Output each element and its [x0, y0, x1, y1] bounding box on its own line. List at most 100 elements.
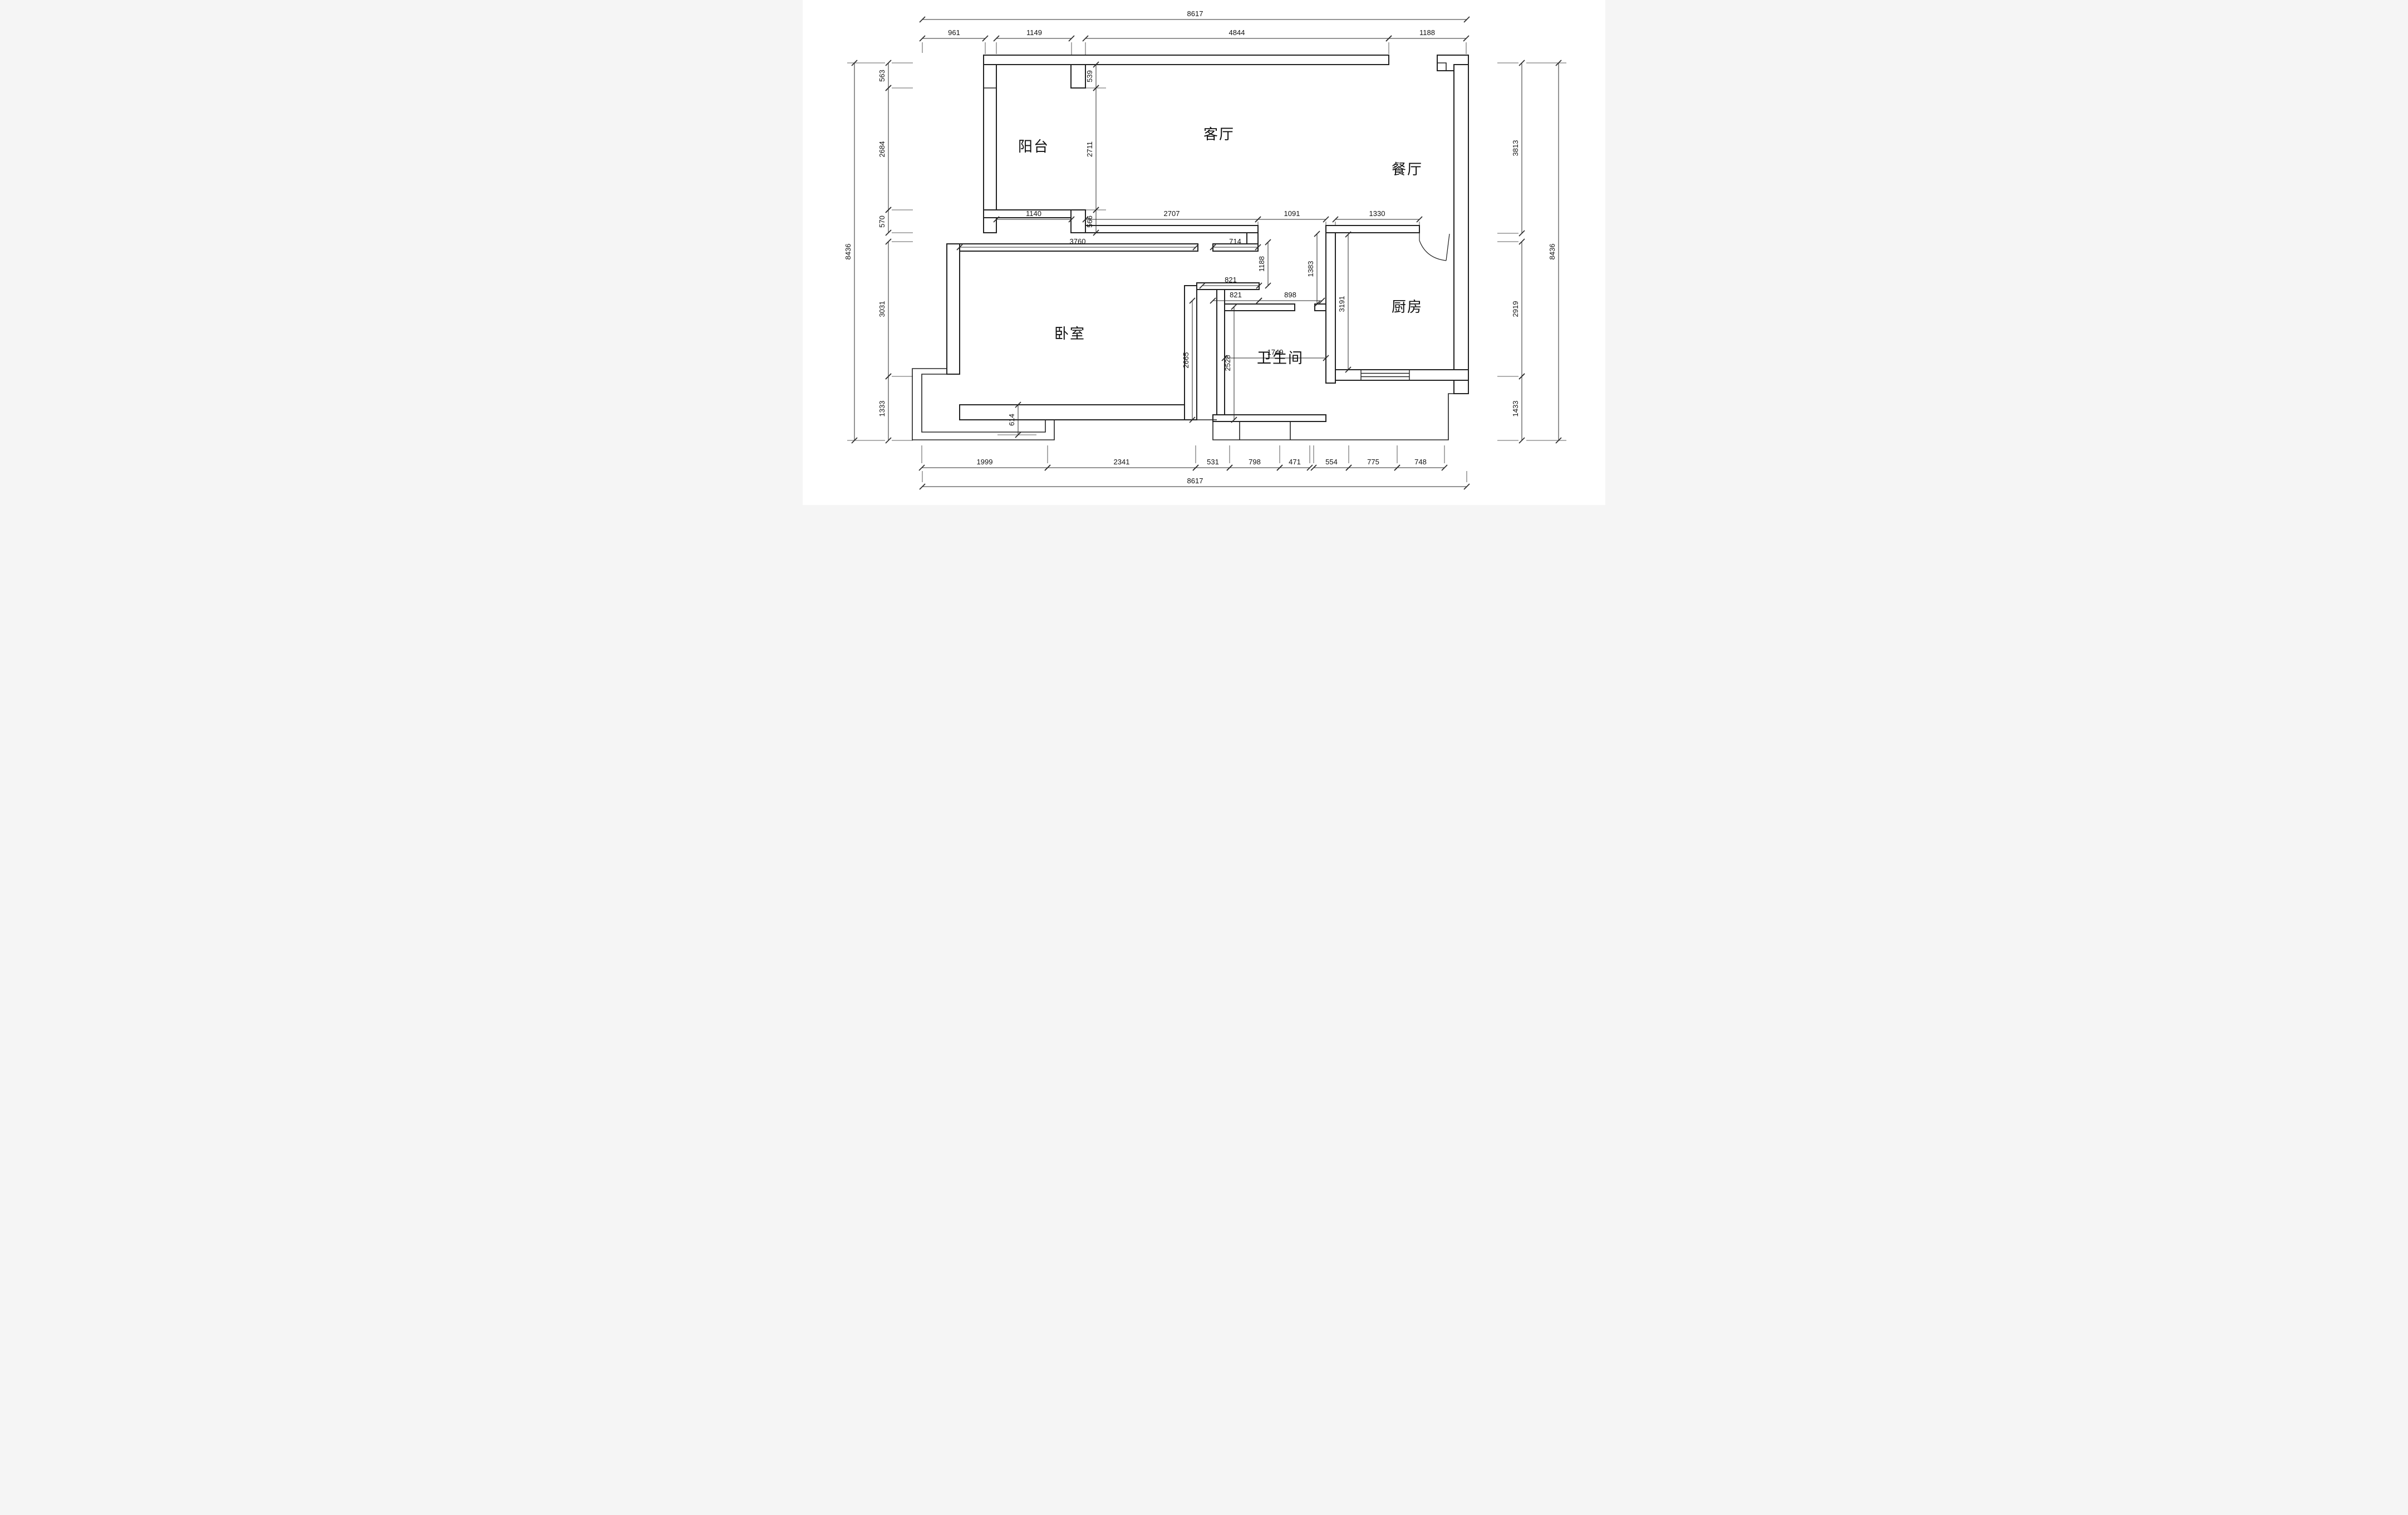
dim-label-hall-1383: 1383: [1306, 261, 1315, 277]
dim-tick: [1323, 355, 1329, 361]
wall-segment: [1212, 414, 1326, 422]
dim-label-bed-3760: 3760: [1070, 237, 1086, 246]
dim-tick: [1265, 239, 1271, 246]
wall-segment: [959, 404, 1197, 420]
dim-label-hall-821a: 821: [1225, 276, 1237, 284]
dim-tick: [1192, 464, 1199, 471]
dim-tick: [1314, 301, 1320, 307]
dim-tick: [1306, 464, 1313, 471]
dim-label-mid-1140: 1140: [1026, 209, 1041, 218]
dim-tick: [1256, 282, 1262, 289]
dim-tick: [885, 207, 892, 213]
wall-segment: [1325, 225, 1420, 233]
dim-tick: [993, 216, 1000, 223]
dim-tick: [982, 35, 989, 42]
dim-tick: [919, 483, 926, 490]
dim-tick: [1093, 61, 1099, 68]
dim-tick: [1276, 464, 1283, 471]
dim-tick: [1231, 303, 1237, 310]
dim-tick: [885, 229, 892, 236]
dim-tick: [1518, 60, 1525, 66]
dim-label-left-1333: 1333: [878, 401, 886, 417]
dim-label-bed-714: 714: [1229, 237, 1241, 246]
dim-tick: [1082, 216, 1089, 223]
dim-tick: [1189, 297, 1196, 304]
dim-label-top-4844: 4844: [1229, 28, 1245, 37]
dim-tick: [1093, 85, 1099, 91]
room-label-kitchen: 厨房: [1392, 299, 1423, 315]
dim-tick: [1518, 238, 1525, 245]
dim-tick: [1463, 16, 1470, 23]
dim-tick: [885, 60, 892, 66]
wall-segment: [1335, 369, 1469, 381]
dim-label-left-570: 570: [878, 215, 886, 228]
dim-tick: [1256, 297, 1262, 304]
boundary-outline: [921, 374, 1046, 433]
dim-tick: [1068, 35, 1075, 42]
dim-tick: [885, 437, 892, 444]
dim-label-stub-566: 566: [1085, 215, 1094, 228]
dim-label-left-2684: 2684: [878, 141, 886, 158]
dim-label-left-3031: 3031: [878, 301, 886, 317]
dim-tick: [1255, 216, 1261, 223]
boundary-outline: [912, 368, 1055, 440]
dim-tick: [1255, 244, 1261, 251]
dim-label-left-outer-8436: 8436: [844, 244, 852, 260]
dim-label-mid-1091: 1091: [1284, 209, 1300, 218]
dim-tick: [1555, 60, 1562, 66]
dim-tick: [1314, 231, 1320, 237]
wall-segment: [1070, 64, 1086, 89]
dim-label-bot-798: 798: [1249, 458, 1261, 466]
dim-label-kit-3191: 3191: [1338, 296, 1346, 312]
wall-segment: [1224, 303, 1295, 311]
dim-tick: [1265, 282, 1271, 289]
dim-tick: [1231, 416, 1237, 423]
dim-tick: [956, 244, 963, 251]
dim-label-mid-2707: 2707: [1164, 209, 1180, 218]
dim-tick: [1319, 297, 1325, 304]
dim-tick: [1345, 464, 1352, 471]
dim-label-bot-471: 471: [1289, 458, 1301, 466]
dim-label-bay-614: 614: [1008, 414, 1016, 426]
dim-tick: [1210, 244, 1216, 251]
dim-label-bot-2341: 2341: [1114, 458, 1130, 466]
dim-label-right-3813: 3813: [1511, 140, 1520, 156]
dim-tick: [1323, 216, 1329, 223]
dim-tick: [1192, 244, 1199, 251]
dim-tick: [885, 373, 892, 380]
dim-label-hall-898: 898: [1284, 291, 1296, 299]
room-label-dining-room: 餐厅: [1392, 161, 1423, 178]
dim-tick: [1332, 216, 1339, 223]
dim-label-mid-1330: 1330: [1369, 209, 1385, 218]
dim-tick: [1345, 366, 1352, 373]
dim-tick: [918, 464, 925, 471]
dim-label-total-bottom: 8617: [1187, 477, 1203, 485]
dim-label-top-961: 961: [948, 28, 960, 37]
dim-tick: [1518, 373, 1525, 380]
dim-tick: [1518, 230, 1525, 237]
wall-segment: [1085, 225, 1259, 233]
dim-tick: [1189, 416, 1196, 423]
dim-label-hall-821b: 821: [1230, 291, 1242, 299]
dim-label-bath-2665: 2665: [1182, 352, 1190, 369]
dim-label-right-1433: 1433: [1511, 401, 1520, 417]
dim-tick: [919, 16, 926, 23]
dim-label-bot-1999: 1999: [977, 458, 993, 466]
dim-label-stub-539: 539: [1085, 70, 1094, 82]
dim-label-right-2919: 2919: [1511, 301, 1520, 317]
wall-segment: [1325, 232, 1336, 384]
dim-tick: [1385, 35, 1392, 42]
dim-label-bath-2528: 2528: [1223, 355, 1232, 371]
dim-tick: [1555, 437, 1562, 444]
dim-label-right-outer-8436: 8436: [1548, 244, 1556, 260]
dim-label-bath-1749: 1749: [1267, 348, 1284, 356]
dim-label-bot-554: 554: [1325, 458, 1338, 466]
dim-tick: [851, 437, 858, 444]
dim-label-bot-748: 748: [1414, 458, 1427, 466]
dim-label-stub-2711: 2711: [1085, 141, 1094, 157]
dim-tick: [1082, 35, 1089, 42]
wall-segment: [946, 243, 960, 375]
dim-label-hall-1188: 1188: [1257, 256, 1266, 272]
dim-tick: [1463, 483, 1470, 490]
